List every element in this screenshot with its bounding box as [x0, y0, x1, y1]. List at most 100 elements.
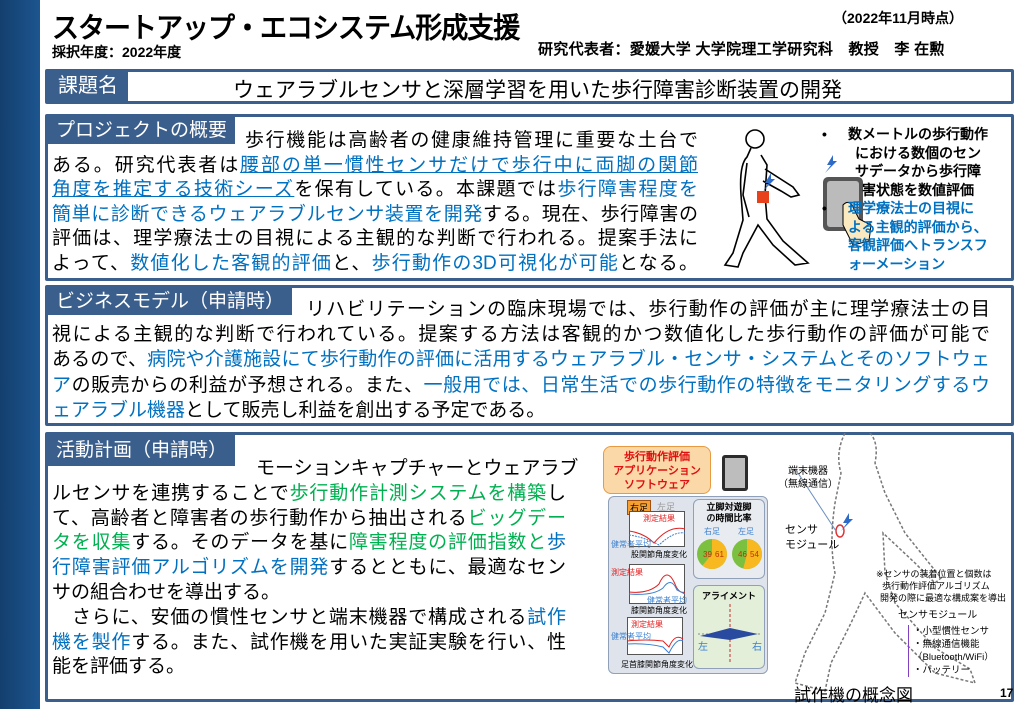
text-line: 歩行機能は高齢者の健康維持管理に重要な土台で [245, 129, 698, 153]
text-segment: 視による主観的な判断で行われている。提案する方法は客観的かつ数値化した歩行動作の… [52, 324, 990, 346]
alignment-right: 右 [752, 642, 762, 653]
alignment-panel: アライメント 左 右 [693, 585, 765, 669]
text-line: 角度を推定する技術シーズを保有している。本課題では歩行障害程度を [52, 178, 698, 202]
text-line: 能を評価する。 [52, 655, 566, 679]
text-segment: サの組合わせを導出する。 [52, 582, 281, 603]
analysis-panel: 右足 左足 測定結果 健常者平均 股関節角度変化 測定結果 健常者平均 膝関節角… [608, 496, 768, 674]
text-segment: するとともに、最適なセン [329, 557, 566, 579]
wireless-icon [825, 155, 837, 173]
business-box: ビジネスモデル（申請時） リハビリテーションの臨床現場では、歩行動作の評価が主に… [45, 285, 1014, 426]
module-items: ・小型慣性センサ・無線通信機能（Bluetooth/WiFi）・バッテリー [908, 625, 994, 677]
text-line: アの販売からの利益が予想される。また、一般用では、日常生活での歩行動作の特徴をモ… [52, 374, 990, 398]
adoption-year: 採択年度：2022年度 [52, 44, 182, 60]
sensor-marker [757, 191, 769, 203]
pie-value-label: 61 [715, 550, 724, 559]
text-line: よって、数値化した客観的評価と、歩行動作の3D可視化が可能となる。 [52, 252, 698, 276]
highlighted-text: 角度を推定する技術シーズ [52, 179, 295, 201]
terminal-tablet-icon [722, 455, 748, 491]
text-segment: あるので、 [52, 349, 148, 371]
measured-label: 測定結果 [631, 620, 663, 629]
overview-box: プロジェクトの概要 歩行機能は高齢者の健康維持管理に重要な土台である。研究代表者… [45, 114, 1014, 281]
text-segment: よって、 [52, 253, 131, 274]
text-line: 評価は、理学療法士の目視による主観的な判断で行われる。提案手法に [52, 227, 698, 251]
highlighted-text: 腰部の単一慣性センサだけで歩行中に両脚の関節 [240, 154, 698, 176]
highlighted-text: 障害程度の評価指数と [348, 532, 547, 554]
text-segment: となる。 [619, 253, 698, 274]
overview-label: プロジェクトの概要 [48, 117, 236, 144]
text-segment: と、 [332, 253, 372, 274]
text-line: ェアラブル機器として販売し利益を創出する予定である。 [52, 399, 990, 423]
highlighted-text: 歩行動作計測システムを構築 [289, 482, 547, 504]
text-segment: の販売からの利益が予想される。また、 [71, 374, 424, 396]
hip-chart-title: 股関節角度変化 [631, 550, 687, 559]
page-title: スタートアップ・エコシステム形成支援 [52, 12, 520, 44]
sidebar-bar [0, 0, 40, 709]
hip-angle-chart [629, 511, 685, 547]
normal-avg-label: 健常者平均 [647, 596, 687, 605]
pie-value-label: 54 [750, 550, 759, 559]
wireless-icon [841, 513, 853, 531]
knee-chart-title: 膝関節角度変化 [631, 606, 687, 615]
alignment-diagram [698, 604, 762, 664]
measured-label: 測定結果 [643, 514, 675, 523]
overview-bullets: • 数メートルの歩行動作における数個のセンサデータから歩行障害状態を数値評価 •… [818, 125, 988, 273]
figure-caption: 試作機の概念図 [794, 686, 913, 705]
pie-slice [743, 539, 762, 569]
text-segment: し [547, 482, 567, 504]
text-segment: て、高齢者と障害者の歩行動作から抽出される [52, 507, 468, 529]
topic-box: 課題名 ウェアラブルセンサと深層学習を用いた歩行障害診断装置の開発 [45, 69, 1014, 104]
text-segment: ある。研究代表者は [52, 154, 241, 176]
pie-left-label: 左足 [738, 527, 754, 536]
sensor-module-label: センサモジュール [785, 524, 840, 551]
principal-investigator: 研究代表者：愛媛大学 大学院理工学研究科 教授 李 在勲 [538, 41, 945, 58]
hand-icon [842, 201, 872, 246]
text-segment: モーションキャプチャーとウェアラブ [256, 458, 579, 479]
text-segment: さらに、安価の慣性センサと端末機器で構成される [52, 606, 528, 628]
text-line: さらに、安価の慣性センサと端末機器で構成される試作 [52, 606, 566, 630]
text-line: リハビリテーションの臨床現場では、歩行動作の評価が主に理学療法士の目 [306, 298, 990, 322]
topic-label: 課題名 [48, 72, 128, 101]
highlighted-text: 試作 [527, 606, 566, 628]
text-segment: 能を評価する。 [52, 656, 186, 678]
connection-line [797, 472, 837, 532]
highlighted-text: 病院や介護施設にて歩行動作の評価に活用するウェアラブル・センサ・システムとそのソ… [147, 349, 990, 371]
highlighted-text: 機を製作 [52, 631, 132, 653]
pie-slice [702, 539, 727, 569]
pie-value-label: 46 [738, 550, 747, 559]
sensor-note: ※センサの装着位置と個数は歩行動作評価アルゴリズム開発の際に最適な構成案を導出 [876, 569, 1007, 603]
bullet-1: • 数メートルの歩行動作における数個のセンサデータから歩行障害状態を数値評価 [822, 126, 988, 198]
text-line: モーションキャプチャーとウェアラブ [256, 457, 578, 481]
ankle-angle-chart [627, 617, 683, 655]
text-segment: として販売し利益を創出する予定である。 [185, 399, 546, 421]
pie-right-label: 右足 [704, 527, 720, 536]
text-line: 簡単に診断できるウェアラブルセンサ装置を開発する。現在、歩行障害の [52, 203, 698, 227]
text-line: 視による主観的な判断で行われている。提案する方法は客観的かつ数値化した歩行動作の… [52, 323, 990, 347]
activity-label: 活動計画（申請時） [48, 435, 236, 466]
walking-person-illustration [723, 129, 872, 268]
pie-value-label: 39 [703, 550, 712, 559]
alignment-left: 左 [698, 642, 708, 653]
text-line: ルセンサを連携することで歩行動作計測システムを構築し [52, 482, 566, 506]
module-title: センサモジュール [898, 610, 978, 621]
normal-avg-label: 健常者平均 [611, 632, 651, 641]
app-callout: 歩行動作評価アプリケーションソフトウェア [603, 446, 711, 494]
as-of-date: （2022年11月時点） [833, 10, 963, 26]
alignment-title: アライメント [701, 591, 756, 601]
highlighted-text: タを収集 [52, 532, 132, 554]
text-segment: を保有している。本課題では [294, 179, 558, 201]
highlighted-text: 歩 [546, 532, 566, 554]
text-segment: する。また、試作機を用いた実証実験を行い、性 [131, 631, 566, 653]
ankle-chart-title: 足首膝関節角度変化 [621, 660, 693, 669]
highlighted-text: 数値化した客観的評価 [130, 253, 333, 274]
text-segment: する。現在、歩行障害の [482, 203, 698, 225]
left-foot-tab[interactable]: 左足 [657, 502, 676, 512]
text-line: て、高齢者と障害者の歩行動作から抽出されるビッグデー [52, 507, 566, 531]
measured-label: 測定結果 [611, 568, 643, 577]
knee-angle-chart [629, 564, 685, 604]
concept-figure: 歩行動作評価アプリケーションソフトウェア 端末機器（無線通信） センサモジュール… [600, 433, 1020, 705]
bullet-2: • 理学療法士の目視による主観的評価から、客観評価へトランスフォーメーション [822, 200, 988, 272]
activity-box: 活動計画（申請時） モーションキャプチャーとウェアラブルセンサを連携することで歩… [45, 432, 1014, 705]
terminal-label: 端末機器（無線通信） [778, 466, 838, 490]
